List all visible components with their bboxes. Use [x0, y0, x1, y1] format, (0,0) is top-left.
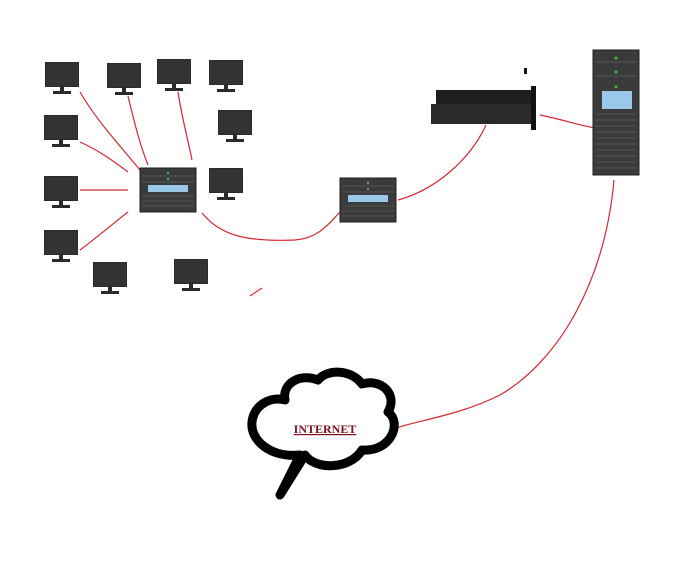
cables [79, 91, 615, 429]
monitor-icon [44, 115, 78, 147]
cloud-icon [247, 367, 399, 500]
server-rack-icon [592, 49, 640, 176]
cable-monitor-7 [79, 211, 129, 251]
router-icon [339, 177, 397, 223]
monitor-icon [157, 59, 191, 91]
cable-monitor-1 [79, 91, 141, 171]
internet-label: INTERNET [294, 422, 357, 436]
monitor-icon [209, 168, 243, 200]
monitor-icon [209, 60, 243, 92]
cable-switch-router [201, 211, 341, 241]
monitor-icon [44, 176, 78, 208]
cable-firewall-server [539, 114, 597, 129]
monitor-icon [218, 110, 252, 142]
monitor-icon [45, 62, 79, 94]
monitor-icon [44, 230, 78, 262]
monitor-icon [93, 262, 127, 294]
cable-monitor-3 [177, 91, 193, 161]
cable-router-firewall [397, 124, 487, 201]
switch-icon [139, 167, 197, 213]
monitor-icon [107, 63, 141, 95]
cable-monitor-2 [127, 95, 149, 166]
monitor-icon [174, 259, 208, 291]
cable-stub [249, 287, 263, 297]
firewall-appliance-icon [431, 68, 536, 130]
cable-server-internet [395, 179, 615, 429]
cable-monitor-5 [79, 141, 129, 173]
